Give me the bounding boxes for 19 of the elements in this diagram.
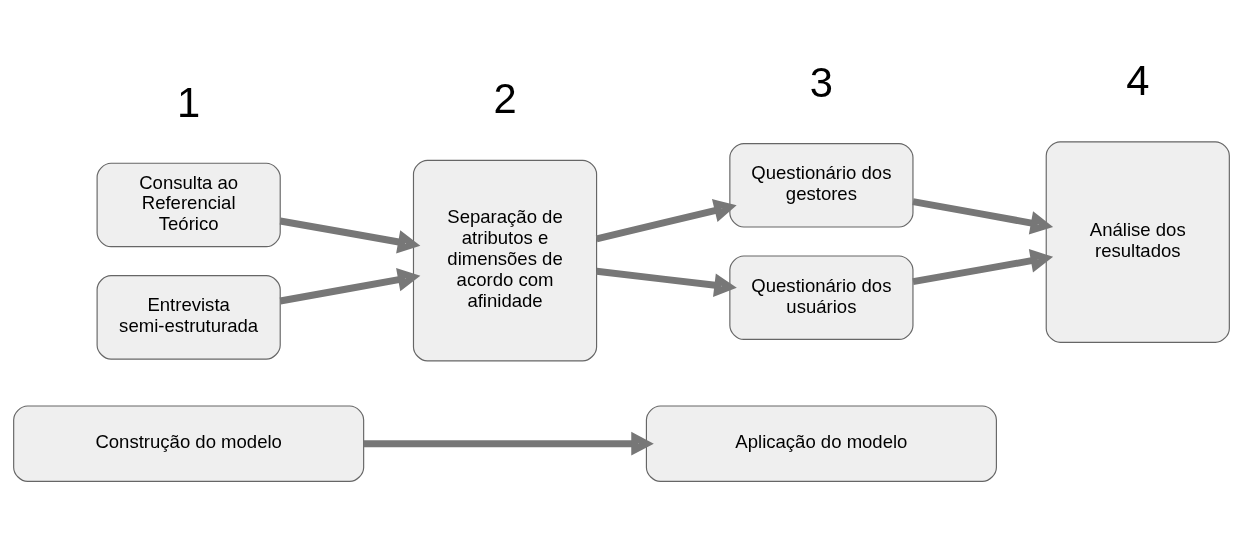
label: 3 (809, 58, 834, 106)
arrow (279, 217, 421, 254)
node-box: Análise dos resultados (1045, 141, 1230, 343)
node-box: Separação de atributos e dimensões de acordo com afinidade (412, 159, 598, 362)
label: 1 (177, 78, 201, 126)
node-box: Entrevista semi-estruturada (96, 275, 281, 360)
node-box: Questionário dos gestores (729, 142, 914, 228)
node-box: Aplicação do modelo (645, 405, 997, 482)
arrow (912, 198, 1054, 235)
arrow (912, 249, 1054, 286)
node-box: Questionário dos usuários (729, 255, 914, 340)
arrow (595, 199, 737, 243)
node-box: Consulta ao Referencial Teórico (96, 162, 281, 248)
arrow (279, 268, 421, 305)
node-box: Construção do modelo (13, 405, 365, 482)
label: 2 (493, 75, 517, 123)
label: 4 (1126, 56, 1150, 104)
arrow (363, 431, 654, 456)
arrow (596, 267, 737, 297)
